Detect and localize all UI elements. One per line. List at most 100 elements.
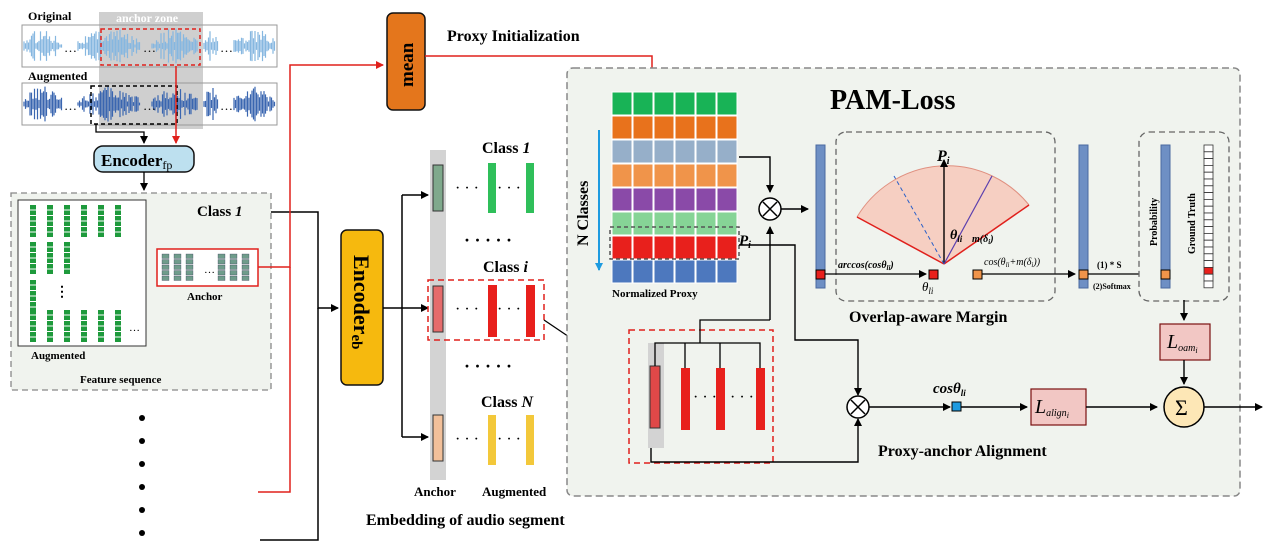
proxy-cell [674, 139, 696, 164]
feature-cell [30, 310, 36, 315]
feature-cell [30, 221, 36, 226]
mean-box [386, 12, 426, 111]
waveform-segment [23, 31, 63, 61]
proxy-cell [674, 163, 696, 188]
feature-cell [47, 258, 53, 263]
audio-input-section: Original anchor zone … … … Augmented … …… [21, 9, 278, 144]
class1-ellipsis: · · · [455, 180, 479, 197]
feature-vertical-dots: ⋮ [55, 285, 69, 300]
feature-cell [98, 216, 104, 221]
classN-anchor-embedding [432, 414, 444, 462]
alignment-anchor-embedding [649, 365, 661, 429]
feature-cell [81, 216, 87, 221]
proxy-cell [716, 139, 738, 164]
ground-truth-cell [1203, 158, 1214, 166]
ground-truth-cell [1203, 151, 1214, 160]
anchor-cell [173, 264, 182, 270]
feature-cell [30, 264, 36, 269]
original-waveform [23, 28, 276, 64]
seq-to-encoder-eb-line [260, 308, 319, 541]
feature-cell [30, 269, 36, 274]
alignment-embeddings-box [628, 329, 774, 464]
feature-cell [64, 269, 70, 274]
margined-target-marker [1078, 269, 1089, 280]
proxy-cell [653, 235, 675, 260]
anchor-cell [229, 264, 238, 270]
proxy-cell [695, 211, 717, 236]
normalized-proxy-label: Normalized Proxy [612, 288, 698, 300]
anchor-to-multiply-bottom-arrow [650, 418, 862, 463]
augmented-bottom-label: Augmented [482, 484, 547, 499]
ground-truth-cell [1203, 280, 1214, 289]
ground-truth-cell [1203, 266, 1214, 275]
classi-highlight-box [427, 279, 545, 341]
feature-cell [47, 242, 53, 247]
feature-cell [98, 326, 104, 331]
feature-cell [30, 210, 36, 215]
augmented-small-label: Augmented [31, 350, 85, 362]
multiply-top-cross [762, 201, 778, 217]
anchor-cell [241, 253, 250, 259]
feature-cell [81, 205, 87, 210]
proxy-cell [653, 163, 675, 188]
proxy-cell [653, 259, 675, 284]
feature-cell [98, 227, 104, 232]
l-oam-box [1159, 323, 1211, 361]
margined-logits-bar [1078, 144, 1089, 289]
cosine-logits-bar [815, 144, 826, 289]
ground-truth-label: Ground Truth [1187, 193, 1198, 254]
anchor-cell [241, 264, 250, 270]
waveform-segment [23, 86, 63, 122]
feature-cell [115, 321, 121, 326]
encoder-fp-block: Encoderfp [93, 145, 195, 191]
ground-truth-cell [1203, 219, 1214, 228]
feature-cell [30, 253, 36, 258]
proxy-cell [695, 91, 717, 116]
proxy-cell [674, 259, 696, 284]
waveform-segment [151, 88, 198, 120]
class1-left-label: Class 1 [197, 204, 242, 220]
proxy-cell [716, 259, 738, 284]
feature-cell [47, 216, 53, 221]
ground-truth-cell [1203, 246, 1214, 255]
margin-arc [856, 165, 1030, 218]
proxy-cell [653, 187, 675, 212]
feature-cell [64, 216, 70, 221]
feature-cell [64, 205, 70, 210]
classi-augmented-bar [526, 285, 535, 337]
feature-cell [47, 210, 53, 215]
class1-anchor-embedding [432, 164, 444, 212]
feature-cell [98, 315, 104, 320]
feature-cell [64, 332, 70, 337]
proxy-cell [695, 235, 717, 260]
proxy-cell [674, 91, 696, 116]
anchor-small-label: Anchor [187, 291, 223, 303]
black-arrow-to-encoder [95, 124, 148, 144]
encoder-eb-label: Encodereb [348, 255, 374, 349]
overlap-margin-label: Overlap-aware Margin [849, 309, 1007, 326]
alignment-augmented-bar [756, 368, 765, 430]
proxy-cell [611, 187, 633, 212]
anchor-cell [185, 270, 194, 276]
classN-ellipsis: · · · [455, 431, 479, 448]
feature-cell [64, 315, 70, 320]
probability-target-marker [1160, 269, 1171, 280]
feature-cell [64, 242, 70, 247]
anchor-cell [229, 259, 238, 265]
ground-truth-cell [1203, 171, 1214, 180]
theta-below-label: θli [922, 279, 934, 296]
wave-ellipsis: … [220, 40, 233, 55]
feature-cell [115, 332, 121, 337]
class1-augmented-bar [488, 163, 496, 213]
ground-truth-cell [1203, 226, 1214, 234]
alignment-tree-lines [654, 342, 761, 368]
scale-label: (1) * S [1097, 260, 1122, 270]
anchor-cell [173, 259, 182, 265]
arccos-label: arccos(cosθli) [838, 260, 894, 272]
feature-cell [64, 227, 70, 232]
classi-augmented-bar [488, 285, 497, 337]
feature-sequence-label: Feature sequence [80, 374, 161, 386]
proxy-cell [632, 259, 654, 284]
anchor-cell [185, 275, 194, 281]
